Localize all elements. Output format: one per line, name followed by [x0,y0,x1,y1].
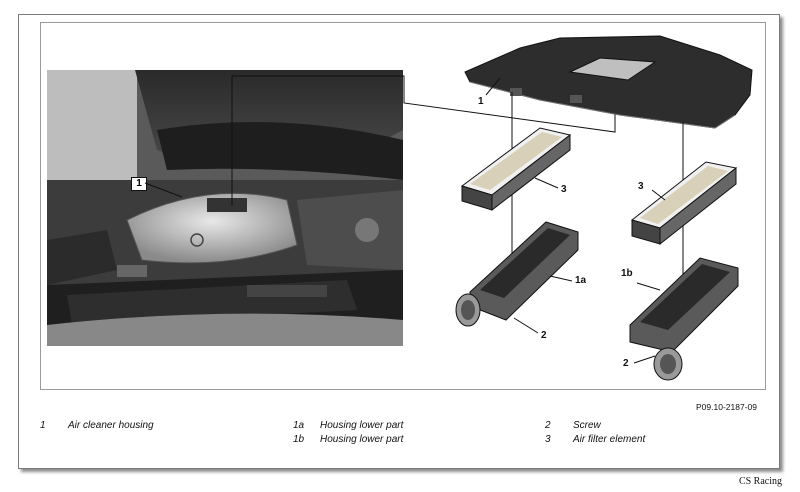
credit-text: CS Racing [738,476,782,487]
legend-text-1a: Housing lower part [320,420,404,431]
callout-lower-left: 1a [575,275,587,286]
callout-filter-left: 3 [561,184,567,195]
legend-text-3: Air filter element [573,434,646,445]
callout-lower-right: 1b [621,268,633,279]
callout-filter-right: 3 [638,181,644,192]
callout-cover: 1 [478,96,484,107]
figure-reference: P09.10-2187-09 [696,402,757,412]
figure-frame [40,22,766,390]
legend-text-1b: Housing lower part [320,434,404,445]
legend-num-2: 2 [545,420,551,431]
legend-text-2: Screw [573,420,601,431]
legend-num-1: 1 [40,420,46,431]
legend-num-1b: 1b [293,434,305,445]
callout-screw-right: 2 [623,358,629,369]
legend-num-3: 3 [545,434,551,445]
photo-callout-1: 1 [131,177,147,191]
callout-screw-left: 2 [541,330,547,341]
legend-num-1a: 1a [293,420,305,431]
legend-text-1: Air cleaner housing [68,420,154,431]
engine-bay-photo [47,70,403,346]
